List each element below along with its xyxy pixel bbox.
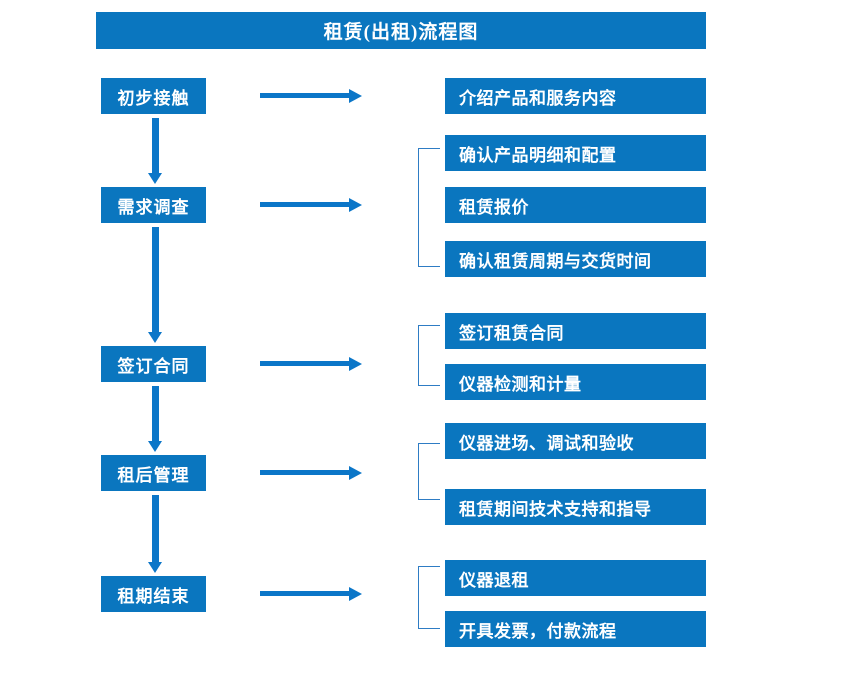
chart-title: 租赁(出租)流程图 (96, 12, 706, 49)
stage-box-2[interactable]: 需求调查 (101, 187, 206, 223)
arrow-head (148, 173, 162, 184)
arrow-head (148, 332, 162, 343)
arrow-shaft (152, 118, 159, 173)
detail-box-9[interactable]: 仪器退租 (445, 560, 706, 596)
horizontal-arrow-1 (260, 89, 362, 103)
vertical-arrow-3 (148, 386, 162, 452)
arrow-head (148, 562, 162, 573)
horizontal-arrow-2 (260, 198, 362, 212)
arrow-shaft (260, 470, 350, 475)
arrow-shaft (260, 93, 350, 98)
arrow-shaft (152, 495, 159, 562)
arrow-shaft (260, 202, 350, 207)
detail-box-5[interactable]: 签订租赁合同 (445, 313, 706, 349)
stage-box-3[interactable]: 签订合同 (101, 346, 206, 382)
detail-box-7[interactable]: 仪器进场、调试和验收 (445, 423, 706, 459)
arrow-head (349, 198, 362, 212)
horizontal-arrow-5 (260, 587, 362, 601)
vertical-arrow-4 (148, 495, 162, 573)
detail-box-8[interactable]: 租赁期间技术支持和指导 (445, 489, 706, 525)
detail-box-10[interactable]: 开具发票，付款流程 (445, 611, 706, 647)
arrow-head (148, 441, 162, 452)
detail-box-2[interactable]: 确认产品明细和配置 (445, 135, 706, 171)
detail-box-4[interactable]: 确认租赁周期与交货时间 (445, 241, 706, 277)
group-bracket-5 (418, 566, 440, 629)
group-bracket-3 (418, 325, 440, 386)
group-bracket-4 (418, 443, 440, 500)
detail-box-1[interactable]: 介绍产品和服务内容 (445, 78, 706, 114)
arrow-shaft (152, 227, 159, 332)
arrow-shaft (152, 386, 159, 441)
arrow-shaft (260, 591, 350, 596)
detail-box-6[interactable]: 仪器检测和计量 (445, 364, 706, 400)
stage-box-5[interactable]: 租期结束 (101, 576, 206, 612)
horizontal-arrow-3 (260, 357, 362, 371)
vertical-arrow-2 (148, 227, 162, 343)
group-bracket-2 (418, 148, 440, 267)
detail-box-3[interactable]: 租赁报价 (445, 187, 706, 223)
stage-box-4[interactable]: 租后管理 (101, 455, 206, 491)
stage-box-1[interactable]: 初步接触 (101, 78, 206, 114)
arrow-head (349, 89, 362, 103)
arrow-head (349, 587, 362, 601)
horizontal-arrow-4 (260, 466, 362, 480)
arrow-shaft (260, 361, 350, 366)
vertical-arrow-1 (148, 118, 162, 184)
arrow-head (349, 466, 362, 480)
arrow-head (349, 357, 362, 371)
